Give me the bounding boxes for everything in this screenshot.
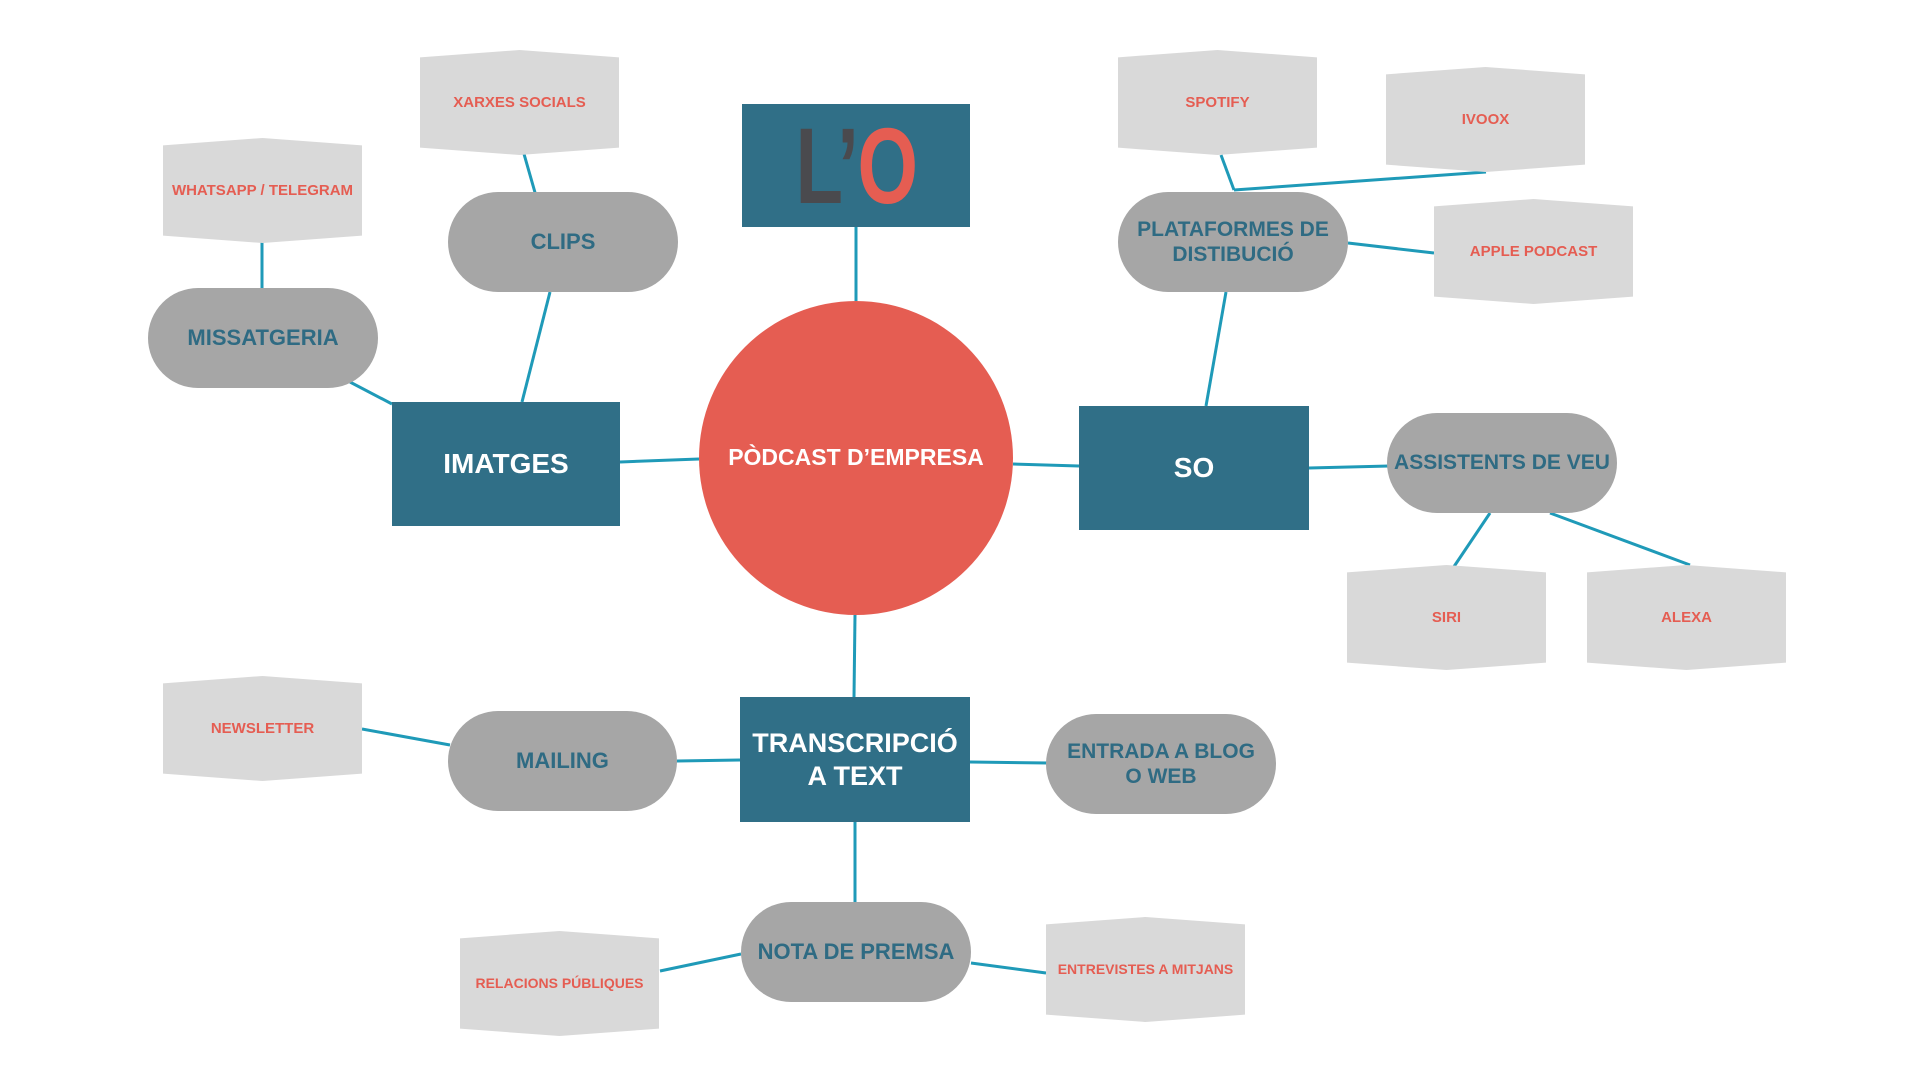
subtopic-assistents: ASSISTENTS DE VEU — [1387, 413, 1617, 513]
connector-imatges-clips — [520, 291, 552, 403]
subtopic-nota-premsa: NOTA DE PREMSA — [741, 902, 971, 1002]
leaf-whatsapp-telegram: WHATSAPP / TELEGRAM — [163, 138, 362, 243]
connector-mailing-newsletter — [361, 727, 451, 747]
leaf-siri: SIRI — [1347, 565, 1546, 670]
connector-so-plataformes — [1204, 291, 1228, 407]
connector-nota-relacions — [659, 952, 742, 973]
connector-so-assistents — [1308, 464, 1390, 470]
leaf-entrevistes: ENTREVISTES A MITJANS — [1046, 917, 1245, 1022]
connector-transcripcio-blog — [969, 760, 1049, 765]
subtopic-missatgeria: MISSATGERIA — [148, 288, 378, 388]
connector-imatges-missatgeria — [349, 380, 393, 406]
connector-assistents-siri — [1449, 512, 1492, 572]
connector-center-so — [1012, 462, 1080, 468]
connector-nota-entrevistes — [970, 961, 1047, 975]
branch-transcripcio: TRANSCRIPCIÓ A TEXT — [740, 697, 970, 822]
connector-plataformes-apple — [1347, 241, 1435, 255]
logo: L’O — [742, 104, 970, 227]
leaf-newsletter: NEWSLETTER — [163, 676, 362, 781]
connector-center-transcripcio — [852, 614, 857, 698]
leaf-alexa: ALEXA — [1587, 565, 1786, 670]
leaf-xarxes-socials: XARXES SOCIALS — [420, 50, 619, 155]
leaf-apple-podcast: APPLE PODCAST — [1434, 199, 1633, 304]
subtopic-mailing: MAILING — [448, 711, 677, 811]
logo-mark: L’O — [795, 104, 917, 226]
connector-assistents-alexa — [1549, 511, 1691, 567]
branch-so: SO — [1079, 406, 1309, 530]
central-topic: PÒDCAST D’EMPRESA — [699, 301, 1013, 615]
subtopic-entrada-blog: ENTRADA A BLOG O WEB — [1046, 714, 1276, 814]
connector-plataformes-ivoox — [1233, 170, 1487, 192]
branch-imatges: IMATGES — [392, 402, 620, 526]
leaf-spotify: SPOTIFY — [1118, 50, 1317, 155]
connector-transcripcio-mailing — [676, 758, 741, 763]
subtopic-plataformes: PLATAFORMES DE DISTIBUCIÓ — [1118, 192, 1348, 292]
subtopic-clips: CLIPS — [448, 192, 678, 292]
connector-plataformes-spotify — [1219, 154, 1236, 191]
connector-clips-xarxes — [522, 153, 538, 197]
leaf-relacions-publiques: RELACIONS PÚBLIQUES — [460, 931, 659, 1036]
connector-center-imatges — [619, 457, 700, 464]
leaf-ivoox: IVOOX — [1386, 67, 1585, 172]
